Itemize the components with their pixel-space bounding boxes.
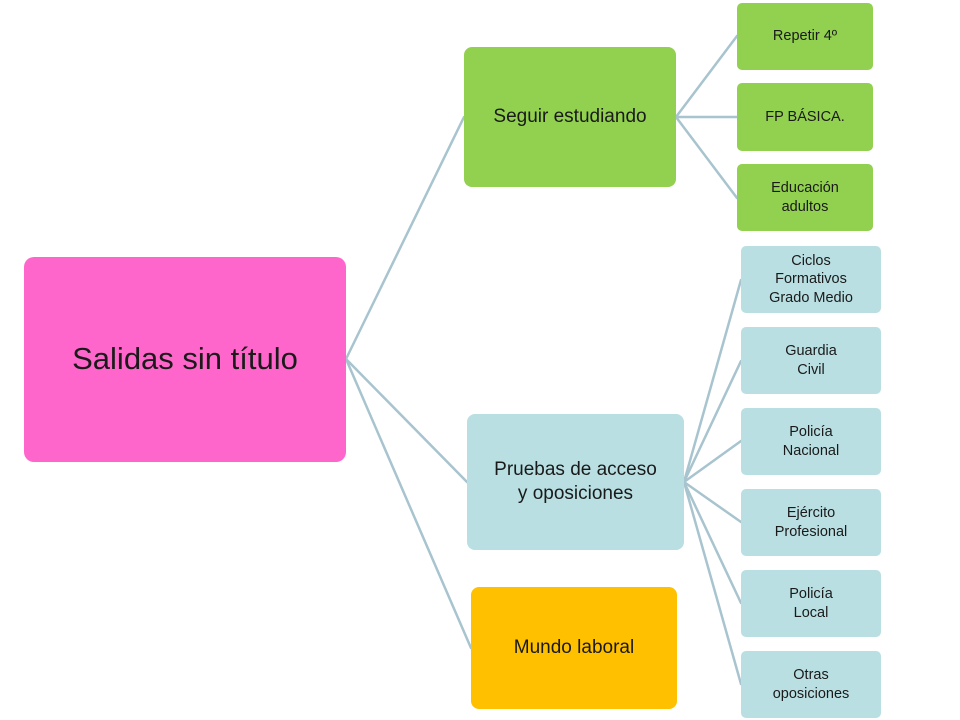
leaf-ejercito-profesional: Ejército Profesional [741, 489, 881, 556]
connector-exams-6 [682, 480, 743, 686]
branch-pruebas-oposiciones: Pruebas de acceso y oposiciones [467, 414, 684, 550]
connector-exams-2 [682, 359, 743, 484]
connector-root-study [344, 115, 466, 361]
connector-root-work [344, 357, 473, 650]
connector-exams-4 [682, 480, 743, 524]
connector-exams-5 [682, 480, 743, 605]
leaf-fp-basica: FP BÁSICA. [737, 83, 873, 151]
branch-seguir-estudiando: Seguir estudiando [464, 47, 676, 187]
leaf-policia-local: Policía Local [741, 570, 881, 637]
root-node: Salidas sin título [24, 257, 346, 462]
leaf-ciclos-formativos: Ciclos Formativos Grado Medio [741, 246, 881, 313]
leaf-educacion-adultos: Educación adultos [737, 164, 873, 231]
leaf-otras-oposiciones: Otras oposiciones [741, 651, 881, 718]
connector-root-exams [344, 357, 469, 484]
leaf-policia-nacional: Policía Nacional [741, 408, 881, 475]
connector-study-3 [674, 115, 739, 200]
connector-exams-3 [682, 439, 743, 484]
leaf-guardia-civil: Guardia Civil [741, 327, 881, 394]
leaf-repetir: Repetir 4º [737, 3, 873, 70]
connector-exams-1 [682, 278, 743, 484]
connector-study-1 [674, 34, 739, 119]
branch-mundo-laboral: Mundo laboral [471, 587, 677, 709]
